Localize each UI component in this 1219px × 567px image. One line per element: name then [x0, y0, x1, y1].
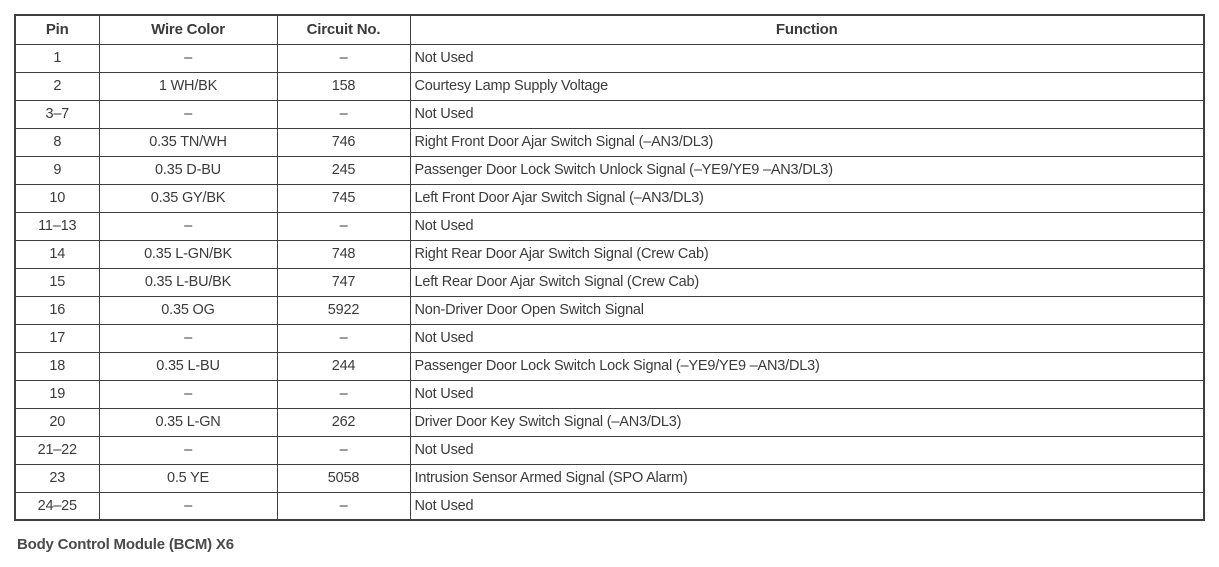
pin-cell: 23 [14, 463, 100, 493]
wire-color-cell: – [98, 99, 278, 129]
pin-cell: 20 [14, 407, 100, 437]
circuit-no-cell: 5058 [276, 463, 411, 493]
pin-cell: 21–22 [14, 435, 100, 465]
pin-cell: 19 [14, 379, 100, 409]
circuit-no-cell: – [276, 379, 411, 409]
table-row: 17––Not Used [14, 323, 1205, 353]
function-cell: Not Used [409, 435, 1205, 465]
function-cell: Not Used [409, 323, 1205, 353]
pin-cell: 15 [14, 267, 100, 297]
circuit-no-cell: 262 [276, 407, 411, 437]
circuit-no-cell: 244 [276, 351, 411, 381]
function-cell: Not Used [409, 99, 1205, 129]
pin-cell: 2 [14, 71, 100, 101]
wire-color-cell: – [98, 435, 278, 465]
table-row: 1––Not Used [14, 43, 1205, 73]
wire-color-cell: – [98, 379, 278, 409]
table-row: 11–13––Not Used [14, 211, 1205, 241]
pin-cell: 8 [14, 127, 100, 157]
wire-color-cell: – [98, 323, 278, 353]
wire-color-cell: – [98, 211, 278, 241]
wire-color-cell: – [98, 491, 278, 521]
pin-cell: 11–13 [14, 211, 100, 241]
wire-color-cell: 0.35 L-GN/BK [98, 239, 278, 269]
wire-color-cell: 0.35 D-BU [98, 155, 278, 185]
circuit-no-cell: 748 [276, 239, 411, 269]
function-cell: Intrusion Sensor Armed Signal (SPO Alarm… [409, 463, 1205, 493]
function-cell: Non-Driver Door Open Switch Signal [409, 295, 1205, 325]
circuit-no-cell: 746 [276, 127, 411, 157]
function-cell: Driver Door Key Switch Signal (–AN3/DL3) [409, 407, 1205, 437]
wire-color-cell: – [98, 43, 278, 73]
circuit-no-cell: – [276, 211, 411, 241]
pin-cell: 1 [14, 43, 100, 73]
pin-cell: 10 [14, 183, 100, 213]
wire-color-cell: 0.35 OG [98, 295, 278, 325]
wire-color-cell: 0.35 L-BU [98, 351, 278, 381]
function-cell: Passenger Door Lock Switch Unlock Signal… [409, 155, 1205, 185]
wire-color-cell: 1 WH/BK [98, 71, 278, 101]
circuit-no-cell: – [276, 99, 411, 129]
function-cell: Courtesy Lamp Supply Voltage [409, 71, 1205, 101]
wire-color-cell: 0.35 TN/WH [98, 127, 278, 157]
pin-cell: 16 [14, 295, 100, 325]
table-row: 24–25––Not Used [14, 491, 1205, 521]
table-caption: Body Control Module (BCM) X6 [17, 536, 234, 553]
table-row: 19––Not Used [14, 379, 1205, 409]
table-row: 21–22––Not Used [14, 435, 1205, 465]
function-cell: Not Used [409, 491, 1205, 521]
function-cell: Not Used [409, 43, 1205, 73]
function-cell: Left Front Door Ajar Switch Signal (–AN3… [409, 183, 1205, 213]
wire-color-cell: 0.35 L-BU/BK [98, 267, 278, 297]
function-cell: Not Used [409, 379, 1205, 409]
pin-cell: 17 [14, 323, 100, 353]
table-row: 3–7––Not Used [14, 99, 1205, 129]
pin-cell: 18 [14, 351, 100, 381]
wire-color-cell: 0.5 YE [98, 463, 278, 493]
pin-cell: 24–25 [14, 491, 100, 521]
column-header: Circuit No. [276, 14, 411, 45]
function-cell: Right Front Door Ajar Switch Signal (–AN… [409, 127, 1205, 157]
function-cell: Left Rear Door Ajar Switch Signal (Crew … [409, 267, 1205, 297]
function-cell: Passenger Door Lock Switch Lock Signal (… [409, 351, 1205, 381]
circuit-no-cell: 245 [276, 155, 411, 185]
circuit-no-cell: 158 [276, 71, 411, 101]
column-header: Wire Color [98, 14, 278, 45]
wire-color-cell: 0.35 L-GN [98, 407, 278, 437]
circuit-no-cell: 747 [276, 267, 411, 297]
pin-cell: 3–7 [14, 99, 100, 129]
column-header: Pin [14, 14, 100, 45]
pin-cell: 9 [14, 155, 100, 185]
circuit-no-cell: – [276, 323, 411, 353]
circuit-no-cell: – [276, 435, 411, 465]
function-cell: Right Rear Door Ajar Switch Signal (Crew… [409, 239, 1205, 269]
column-header: Function [409, 14, 1205, 45]
circuit-no-cell: 745 [276, 183, 411, 213]
pin-cell: 14 [14, 239, 100, 269]
circuit-no-cell: – [276, 43, 411, 73]
circuit-no-cell: – [276, 491, 411, 521]
circuit-no-cell: 5922 [276, 295, 411, 325]
wire-color-cell: 0.35 GY/BK [98, 183, 278, 213]
function-cell: Not Used [409, 211, 1205, 241]
